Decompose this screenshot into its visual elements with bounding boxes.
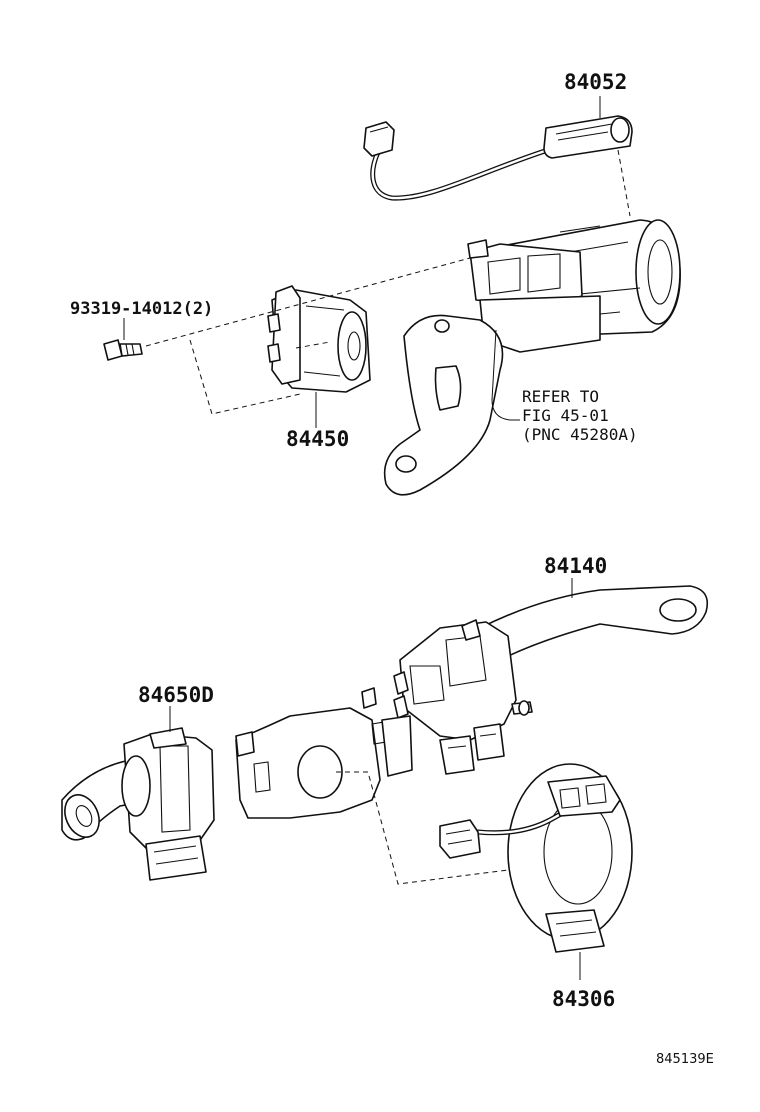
part-84140-wiper-switch[interactable] [393,578,709,775]
switch-cover-plate [235,687,413,819]
label-84650D: 84650D [138,683,214,707]
part-84052-key-sensor[interactable] [363,96,633,201]
refer-line-1: REFER TO [522,387,599,406]
label-84450: 84450 [286,427,349,451]
column-mounting-bracket[interactable] [383,314,504,496]
label-84306: 84306 [552,987,615,1011]
label-84140: 84140 [544,554,607,578]
part-84450-ignition-switch[interactable] [267,285,371,428]
part-93319-screw[interactable] [103,318,143,361]
label-84052: 84052 [564,70,627,94]
part-84306-spiral-cable[interactable] [439,763,633,980]
top-guide-lines [145,149,631,421]
refer-line-3: (PNC 45280A) [522,425,638,444]
steering-column-housing [467,219,681,353]
figure-code: 845139E [656,1052,714,1067]
refer-line-2: FIG 45-01 [522,406,609,425]
label-93319-14012: 93319-14012(2) [70,299,213,319]
part-84650D-turn-signal-switch[interactable] [58,706,215,881]
